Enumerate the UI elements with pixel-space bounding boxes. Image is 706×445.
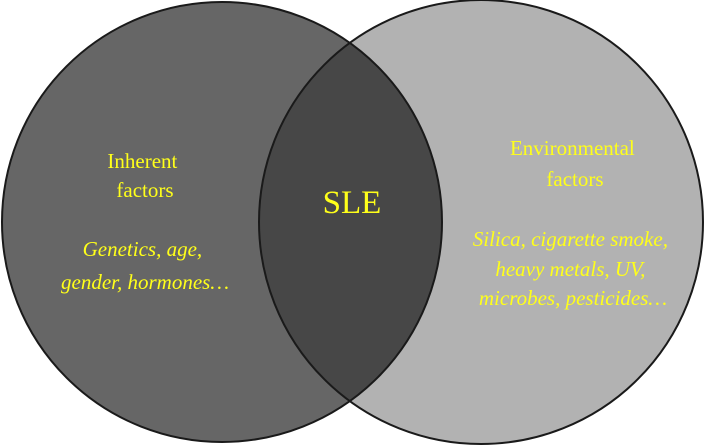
environmental-factors-title: Environmental factors [510,136,640,191]
right-circle-outline [258,0,704,445]
inherent-factors-title: Inherent factors [107,149,182,202]
inherent-factors-examples: Genetics, age, gender, hormones… [61,237,229,294]
sle-label: SLE [323,185,382,221]
left-circle-outline [1,1,443,443]
environmental-factors-examples: Silica, cigarette smoke, heavy metals, U… [473,227,673,310]
overlap-region [259,2,442,442]
